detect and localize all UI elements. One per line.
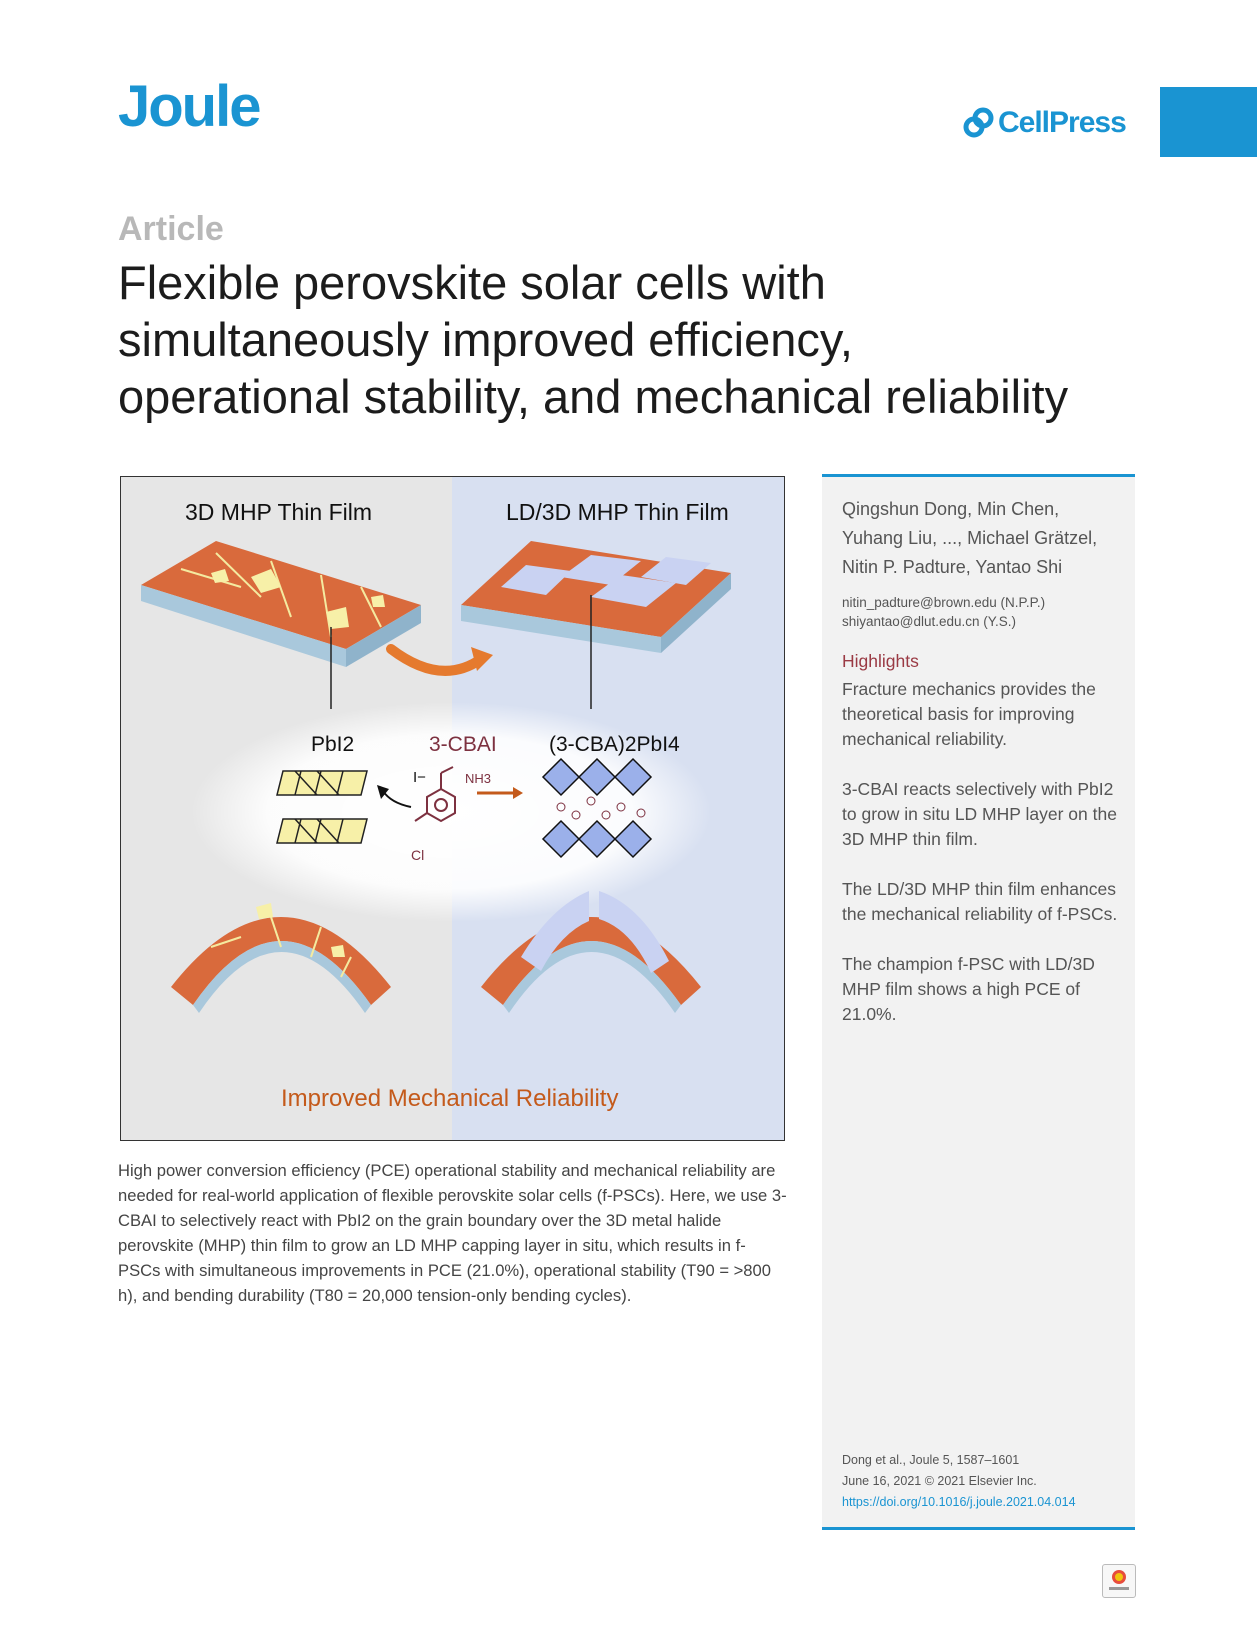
author-list: Qingshun Dong, Min Chen, Yuhang Liu, ...…: [842, 495, 1127, 582]
author-line: Qingshun Dong, Min Chen,: [842, 499, 1060, 519]
ga-label-nh3: NH3: [465, 771, 492, 786]
email-line[interactable]: shiyantao@dlut.edu.cn (Y.S.): [842, 614, 1017, 629]
ld-3d-bent-film: [481, 891, 701, 1013]
product-structure: [541, 757, 653, 859]
publisher-name: CellPress: [998, 106, 1127, 139]
ga-label-product: (3-CBA)2PbI4: [549, 733, 680, 756]
journal-logo: Joule: [118, 74, 261, 139]
ga-right-title: LD/3D MHP Thin Film: [506, 499, 729, 525]
title-line: simultaneously improved efficiency,: [118, 313, 853, 366]
highlight-item: The LD/3D MHP thin film enhances the mec…: [842, 879, 1118, 924]
citation-block: Dong et al., Joule 5, 1587–1601 June 16,…: [842, 1450, 1076, 1513]
graphical-abstract: 3D MHP Thin Film LD/3D MHP Thin Film PbI…: [120, 476, 785, 1141]
article-type-label: Article: [118, 210, 224, 248]
highlight-item: The champion f-PSC with LD/3D MHP film s…: [842, 954, 1095, 1024]
publication-date: June 16, 2021 © 2021 Elsevier Inc.: [842, 1474, 1037, 1488]
ga-left-title: 3D MHP Thin Film: [185, 499, 373, 525]
ga-label-iodide: I−: [413, 769, 426, 786]
doi-link[interactable]: https://doi.org/10.1016/j.joule.2021.04.…: [842, 1495, 1076, 1509]
ga-label-pbi2: PbI2: [311, 733, 355, 756]
ga-label-cbai: 3-CBAI: [429, 733, 497, 756]
correspondence-emails: nitin_padture@brown.edu (N.P.P.) shiyant…: [842, 593, 1045, 631]
3d-bent-film: [171, 903, 391, 1013]
ld-3d-film-slab: [461, 541, 731, 653]
title-line: operational stability, and mechanical re…: [118, 370, 1069, 423]
highlights-list: Fracture mechanics provides the theoreti…: [842, 677, 1127, 1052]
ga-caption: Improved Mechanical Reliability: [281, 1085, 619, 1112]
transform-arrow: [386, 644, 486, 676]
highlight-item: Fracture mechanics provides the theoreti…: [842, 679, 1096, 749]
article-title: Flexible perovskite solar cells with sim…: [118, 254, 1158, 425]
article-sidebar: Qingshun Dong, Min Chen, Yuhang Liu, ...…: [822, 474, 1135, 1530]
publisher-logo: CellPress: [962, 106, 1127, 140]
corner-accent-block: [1160, 87, 1257, 157]
citation-line: Dong et al., Joule 5, 1587–1601: [842, 1453, 1020, 1467]
email-line[interactable]: nitin_padture@brown.edu (N.P.P.): [842, 595, 1046, 610]
center-glow: [191, 702, 711, 922]
highlight-item: 3-CBAI reacts selectively with PbI2 to g…: [842, 779, 1117, 849]
3d-film-slab: [141, 541, 421, 667]
ga-label-cl: Cl: [411, 847, 425, 863]
author-line: Yuhang Liu, ..., Michael Grätzel,: [842, 528, 1098, 548]
cbai-molecule: [414, 766, 456, 823]
graphical-abstract-art: [141, 541, 731, 1013]
highlights-heading: Highlights: [842, 651, 919, 671]
author-line: Nitin P. Padture, Yantao Shi: [842, 557, 1063, 577]
pbi2-structure: [276, 770, 368, 844]
check-for-updates-badge[interactable]: [1102, 1564, 1136, 1598]
title-line: Flexible perovskite solar cells with: [118, 256, 826, 309]
abstract-text: High power conversion efficiency (PCE) o…: [118, 1161, 787, 1305]
check-for-updates-icon: [1109, 1570, 1129, 1590]
cellpress-icon: [963, 107, 994, 138]
